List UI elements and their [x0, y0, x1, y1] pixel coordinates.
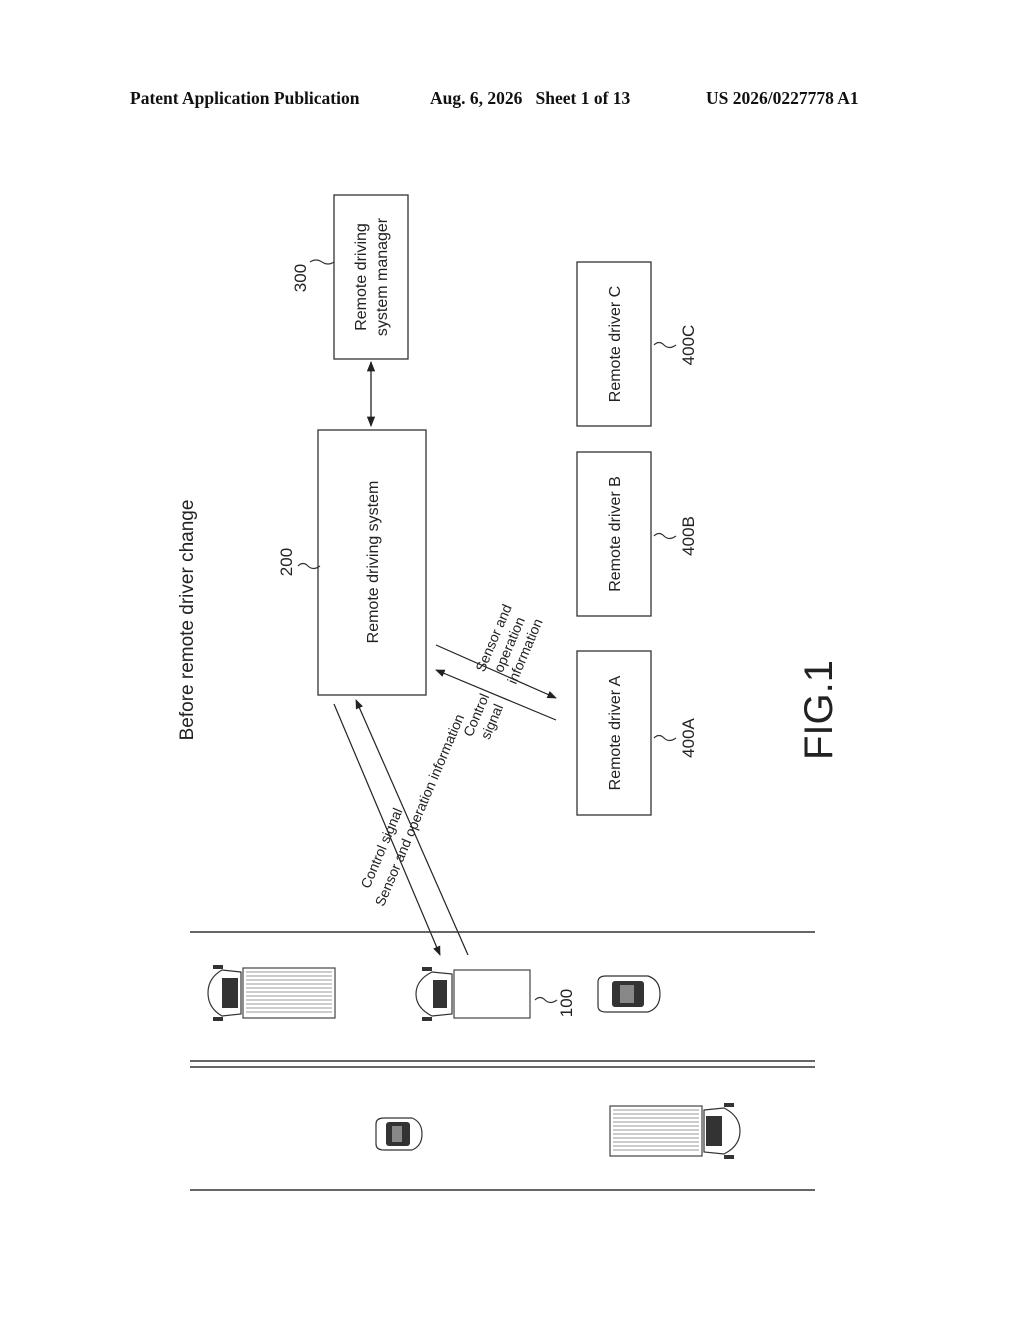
truck-icon: [208, 965, 335, 1021]
driver-a-ref-leader: [654, 736, 676, 741]
vehicle-ref-leader: [535, 998, 557, 1003]
manager-ref: 300: [291, 264, 310, 292]
manager-label-line2: system manager: [374, 217, 391, 336]
driver-b-ref: 400B: [679, 516, 698, 556]
truck-icon: [610, 1103, 740, 1159]
figure-caption: FIG.1: [797, 660, 841, 760]
driver-b-ref-leader: [654, 534, 676, 539]
driver-b-label: Remote driver B: [607, 476, 624, 592]
rds-label: Remote driving system: [365, 481, 382, 644]
driver-c-ref-leader: [654, 343, 676, 348]
car-icon: [376, 1118, 422, 1150]
figure-title: Before remote driver change: [177, 500, 198, 741]
driver-a-ref: 400A: [679, 717, 698, 757]
car-icon: [598, 976, 660, 1012]
vehicle-ref: 100: [557, 989, 576, 1017]
rds-ref-leader: [298, 564, 320, 569]
manager-label-line1: Remote driving: [353, 223, 370, 331]
manager-box: [334, 195, 408, 359]
rds-ref: 200: [277, 548, 296, 576]
manager-ref-leader: [310, 260, 334, 264]
driver-c-label: Remote driver C: [607, 286, 624, 402]
driver-a-label: Remote driver A: [607, 675, 624, 790]
vehicle-100-truck-icon: [416, 967, 530, 1021]
vehicle-sensor-label: Sensor and operation information: [372, 712, 468, 909]
driver-c-ref: 400C: [679, 325, 698, 366]
